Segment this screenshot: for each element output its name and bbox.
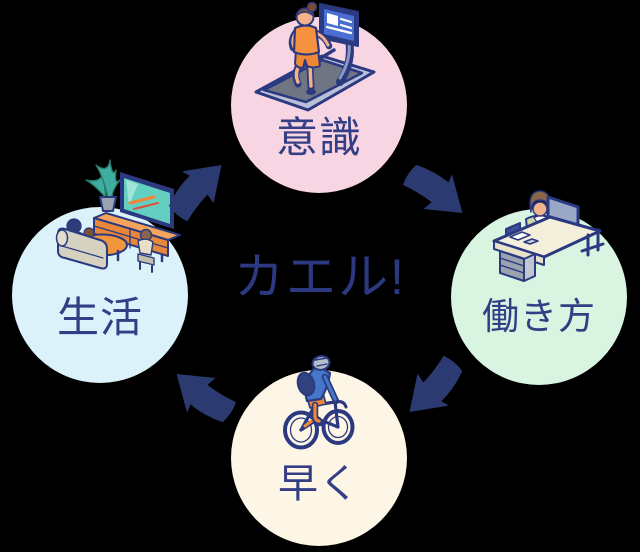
center-label-kaeru: カエル!: [234, 249, 406, 305]
node-label-workstyle: 働き方: [482, 296, 596, 337]
treadmill-runner-illustration: [254, 1, 376, 112]
node-label-life: 生活: [56, 294, 143, 341]
family-watching-tv-illustration: [55, 159, 181, 273]
node-circle-right: [451, 209, 627, 385]
desk-worker-illustration: [492, 190, 605, 282]
node-label-awareness: 意識: [275, 114, 362, 161]
arrow-life-to-awareness: [155, 147, 239, 230]
cyclist-illustration: [283, 355, 355, 450]
arrow-awareness-to-workstyle: [395, 150, 479, 233]
node-label-speed: 早く: [278, 462, 360, 506]
arrow-workstyle-to-speed: [392, 348, 476, 431]
arrow-speed-to-life: [160, 355, 244, 438]
node-circle-bottom: [231, 370, 407, 546]
circle-bottom-fill: [231, 370, 407, 546]
circle-right-fill: [451, 209, 627, 385]
